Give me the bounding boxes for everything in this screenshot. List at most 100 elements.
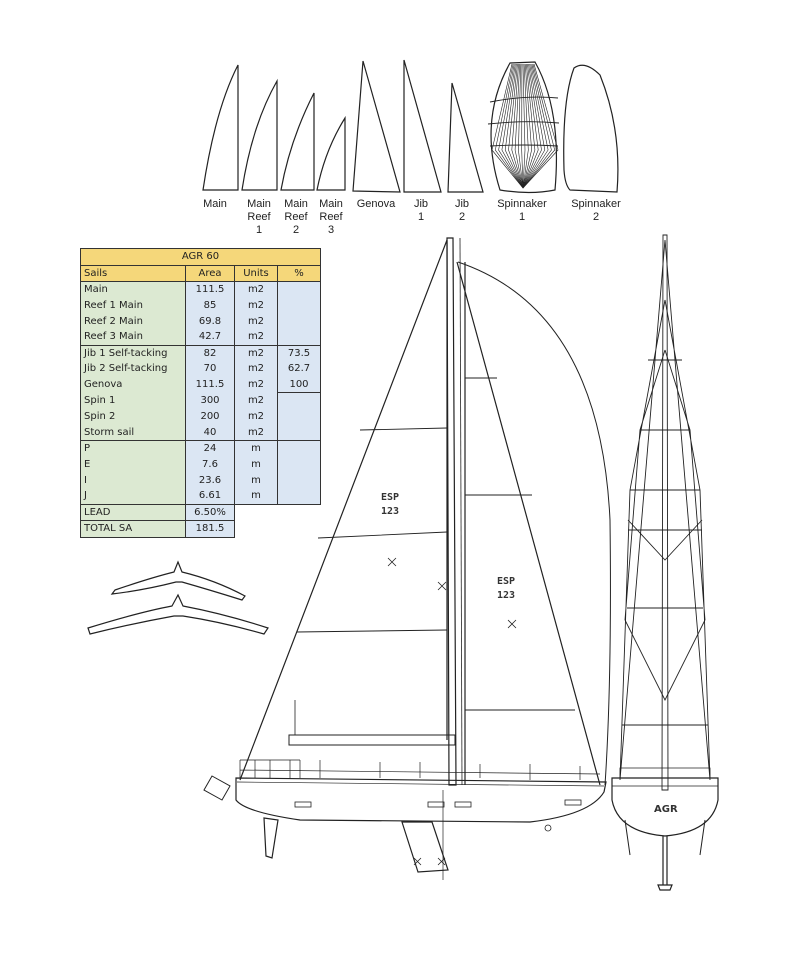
cell-percent [277, 408, 321, 425]
spinnaker-panel-line [494, 63, 524, 189]
cell-area: 24 [185, 440, 235, 457]
cell-units: m2 [234, 344, 278, 362]
cell-sail: Reef 1 Main [80, 297, 186, 314]
cell-units: m [234, 440, 278, 457]
cell-percent [277, 297, 321, 314]
cell-sail: Main [80, 281, 186, 298]
cell-sail: Spin 1 [80, 392, 186, 409]
svg-text:123: 123 [497, 590, 515, 601]
svg-text:AGR: AGR [654, 804, 678, 815]
cell-percent [277, 392, 321, 409]
hull-profile [203, 759, 607, 832]
spinnaker-panel-line [491, 63, 524, 189]
cell-sail: Storm sail [80, 424, 186, 441]
spinnaker-panel-line [508, 63, 524, 189]
header-units: Units [234, 264, 278, 283]
cell-area: 6.61 [185, 487, 235, 505]
cell-area: 111.5 [185, 281, 235, 298]
keel-wing-plan-1 [110, 560, 246, 601]
sail-icon-spinnaker2 [563, 64, 619, 193]
cell-area: 200 [185, 408, 235, 425]
cell-percent [277, 281, 321, 298]
cell-area: 85 [185, 297, 235, 314]
cell-percent [277, 328, 321, 346]
cell-units: m2 [234, 424, 278, 441]
mast [446, 237, 463, 786]
cell-sail: I [80, 472, 186, 488]
cell-units: m2 [234, 408, 278, 425]
sail-icon-reef2 [280, 92, 315, 191]
cell-units: m [234, 456, 278, 473]
cell-area: 7.6 [185, 456, 235, 473]
cell-sail: Reef 2 Main [80, 313, 186, 329]
spinnaker-panel-line [522, 63, 536, 189]
cell-units: m [234, 472, 278, 488]
cell-percent [277, 487, 321, 505]
spinnaker-panel-line [522, 63, 556, 189]
cell-sail: E [80, 456, 186, 473]
cell-units: m2 [234, 392, 278, 409]
rudder [263, 817, 279, 859]
header-percent: % [277, 264, 321, 283]
cell-units: m2 [234, 361, 278, 377]
sail-label-main: Main [203, 198, 227, 210]
cell-units: m2 [234, 297, 278, 314]
keel-wing-plan-2 [87, 593, 269, 635]
svg-text:123: 123 [381, 506, 399, 517]
cell-percent: 100 [277, 376, 321, 393]
front-view-hull: AGR [611, 767, 719, 891]
cell-units: m [234, 487, 278, 505]
total-row-label: TOTAL SA [80, 520, 186, 538]
sail-icon-main [202, 64, 239, 191]
genoa-spinnaker-outline [457, 261, 611, 786]
header-sails: Sails [80, 264, 186, 283]
keel-fin [401, 790, 449, 880]
cell-percent: 73.5 [277, 344, 321, 362]
spinnaker-panel-line [498, 63, 524, 189]
cell-area: 69.8 [185, 313, 235, 329]
spinnaker-panel-line [522, 63, 559, 189]
cell-units: m2 [234, 376, 278, 393]
svg-text:ESP: ESP [381, 492, 399, 503]
spinnaker-panel-line [522, 63, 552, 189]
lead-row-value: 6.50% [185, 503, 235, 522]
svg-text:ESP: ESP [497, 576, 515, 587]
cell-percent [277, 313, 321, 329]
cell-area: 111.5 [185, 376, 235, 393]
cell-sail: Jib 2 Self-tacking [80, 361, 186, 377]
cell-percent [277, 440, 321, 457]
header-area: Area [185, 264, 235, 283]
cell-area: 300 [185, 392, 235, 409]
cell-sail: J [80, 487, 186, 505]
total-row-value: 181.5 [185, 520, 235, 538]
cell-percent [277, 424, 321, 441]
cell-area: 23.6 [185, 472, 235, 488]
spinnaker-panel-line [522, 63, 546, 189]
spinnaker-panel-line [518, 63, 524, 189]
lead-row-label: LEAD [80, 503, 186, 522]
sail-icon-spinnaker1 [487, 61, 560, 194]
sail-icon-jib2 [447, 82, 484, 193]
